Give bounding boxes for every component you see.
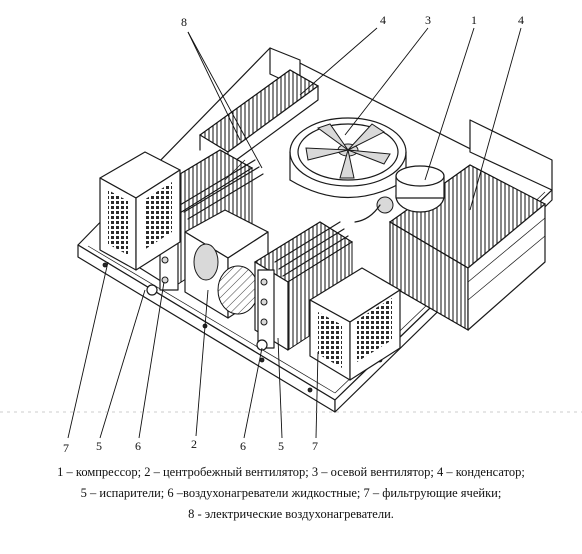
caption-line-1: 1 – компрессор; 2 – центробежный вентиля… [57,465,525,479]
leader-lines [67,27,522,439]
callout-2: 2 [191,437,197,451]
liquid-heater-right [256,269,275,351]
callout-labels: 8 4 3 1 4 7 5 6 2 6 5 7 [63,13,524,455]
callout-7-right: 7 [312,439,318,453]
compressor [354,165,445,223]
electric-heater-right [274,221,349,277]
caption-line-3: 8 - электрические воздухонагреватели. [188,507,394,521]
callout-8: 8 [181,15,187,29]
condenser-right [388,164,547,332]
centrifugal-fan [184,209,269,319]
equipment-diagram: 8 4 3 1 4 7 5 6 2 6 5 7 [0,13,582,455]
callout-3: 3 [425,13,431,27]
callout-6-right: 6 [240,439,246,453]
callout-1: 1 [471,13,477,27]
filter-left [99,151,181,271]
callout-4-right: 4 [518,13,524,27]
axial-fan [289,117,407,199]
callout-5-left: 5 [96,439,102,453]
caption-line-2: 5 – испарители; 6 –воздухонагреватели жи… [80,486,502,500]
callout-6-left: 6 [135,439,141,453]
callout-4-left: 4 [380,13,386,27]
callout-7-left: 7 [63,441,69,455]
figure-caption: 1 – компрессор; 2 – центробежный вентиля… [0,462,582,525]
callout-5-right: 5 [278,439,284,453]
filter-right [309,267,401,381]
electric-heater-left [179,159,264,220]
